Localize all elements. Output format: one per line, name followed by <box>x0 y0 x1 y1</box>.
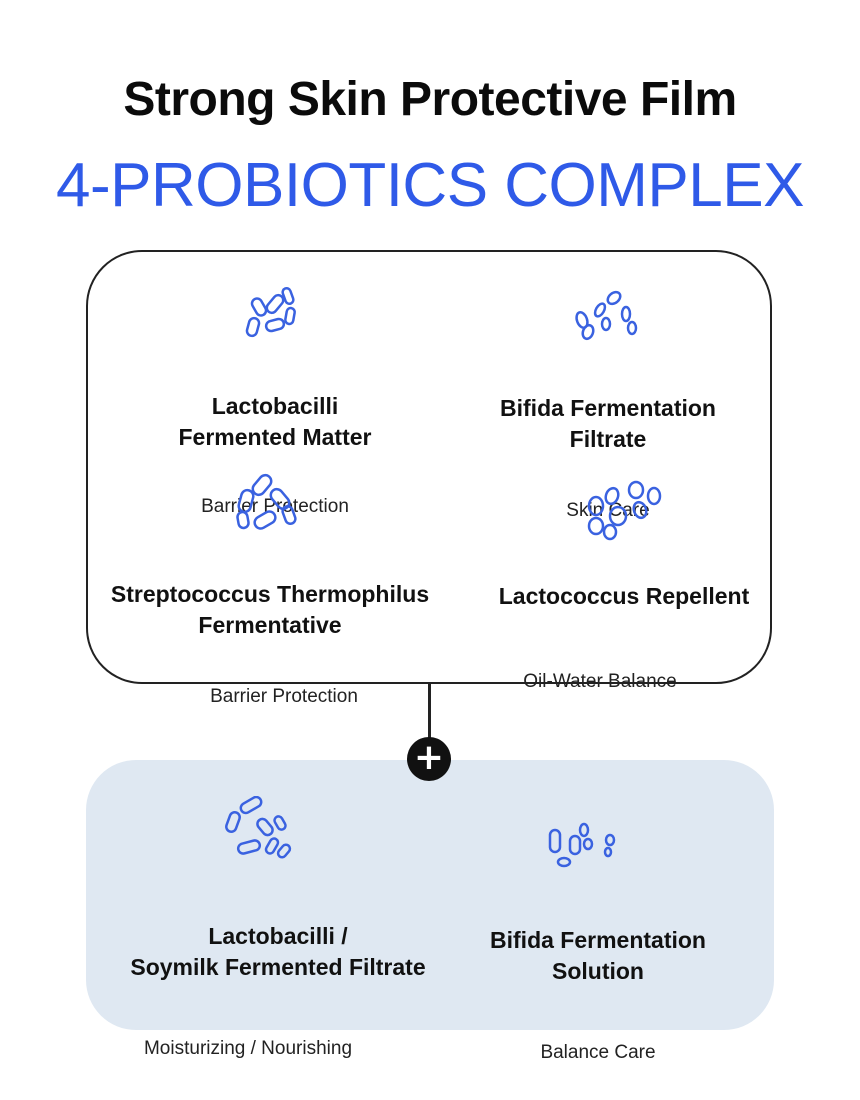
additional-ingredients-panel <box>86 760 774 1030</box>
bacteria-cocci-icon <box>587 480 662 541</box>
bacteria-rods-icon <box>236 473 297 530</box>
bacteria-rods-icon <box>225 796 292 859</box>
connector-line <box>428 684 431 744</box>
bacteria-chain-icon <box>575 290 638 341</box>
additional-benefit: Moisturizing / Nourishing <box>143 1038 353 1059</box>
probiotic-item-4: Lactococcus Repellent Oil-Water Balance <box>478 476 770 693</box>
bacteria-small-icon <box>548 822 616 868</box>
probiotic-benefit: Skin Care <box>566 500 650 521</box>
page-title: Strong Skin Protective Film <box>123 73 737 126</box>
bacteria-cluster-icon <box>245 286 296 338</box>
additional-item-1: Lactobacilli /Soymilk Fermented Filtrate… <box>108 796 448 1060</box>
probiotic-benefit: Barrier Protection <box>201 496 349 517</box>
plus-icon: + <box>407 737 451 781</box>
page-subtitle: 4-PROBIOTICS COMPLEX <box>56 151 804 220</box>
probiotic-benefit: Oil-Water Balance <box>523 671 677 692</box>
probiotic-name: Lactococcus Repellent <box>498 583 750 609</box>
probiotics-panel <box>86 250 772 684</box>
additional-name: Lactobacilli /Soymilk Fermented Filtrate <box>130 923 426 980</box>
probiotic-benefit: Barrier Protection <box>210 686 358 707</box>
additional-benefit: Balance Care <box>540 1042 656 1063</box>
